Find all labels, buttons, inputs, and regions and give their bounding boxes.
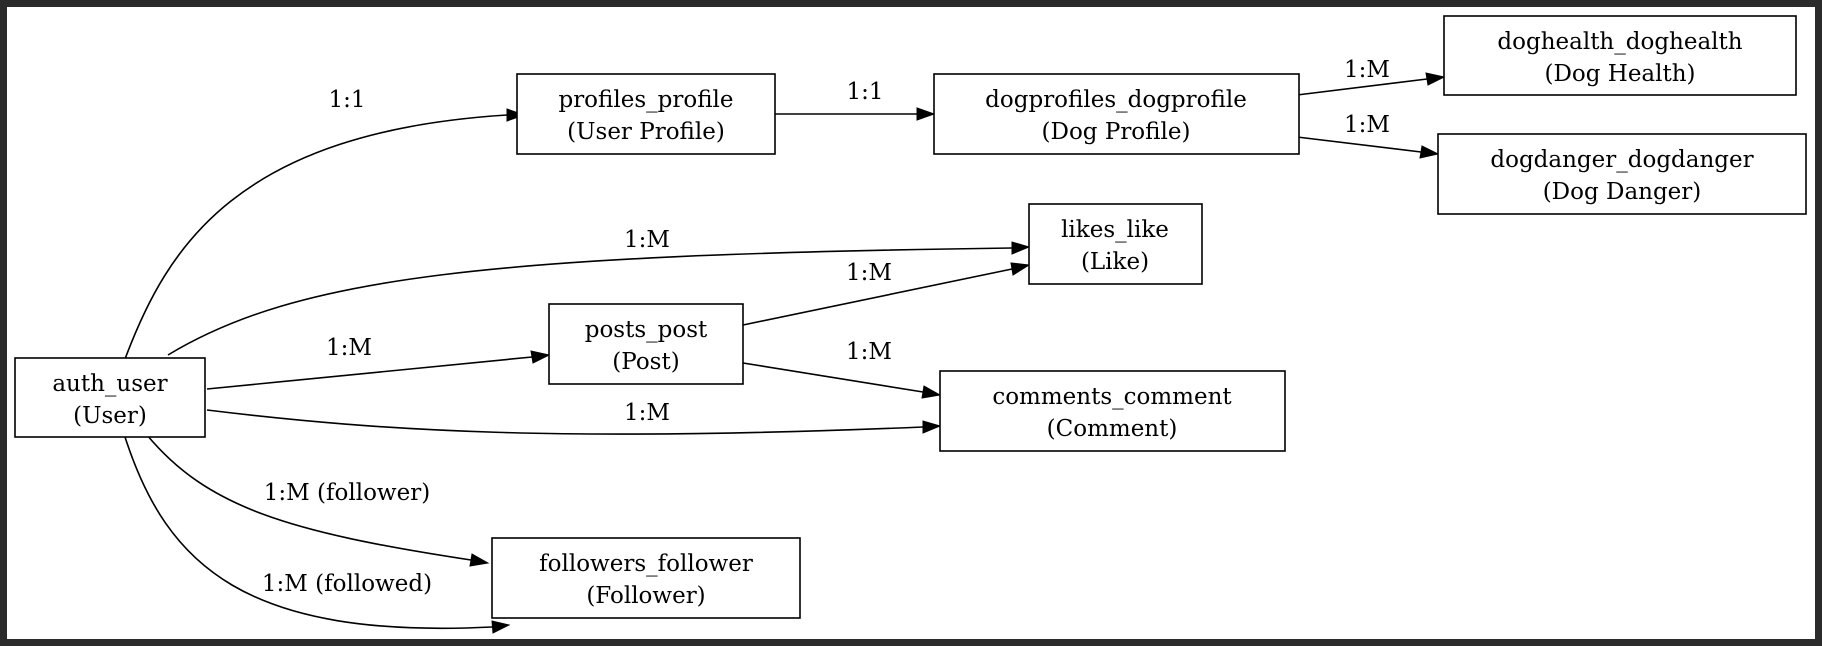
edge-line [1296, 78, 1428, 96]
node-name: comments_comment [992, 384, 1232, 410]
edge-line [206, 409, 924, 435]
node-name: profiles_profile [558, 87, 733, 113]
arrowhead-icon [506, 108, 526, 122]
node-name: auth_user [52, 371, 167, 397]
edge-label: 1:M [1344, 57, 1390, 83]
node-label: (Follower) [586, 583, 705, 609]
edge-label: 1:1 [846, 79, 883, 105]
edge-label: 1:1 [328, 87, 365, 113]
node-posts-post[interactable]: posts_post (Post) [548, 303, 744, 385]
edge-label: 1:M [624, 227, 670, 253]
edge-line [206, 356, 533, 390]
node-label: (Comment) [1047, 416, 1178, 442]
edge-user-post: 1:M [206, 335, 551, 390]
node-label: (Post) [612, 349, 679, 375]
edge-line [124, 114, 508, 360]
edge-label: 1:M [326, 335, 372, 361]
edge-line [742, 268, 1013, 326]
arrowhead-icon [1425, 72, 1446, 86]
edge-label: 1:M (follower) [264, 480, 430, 506]
edge-line [167, 247, 1013, 356]
node-name: dogdanger_dogdanger [1490, 147, 1753, 173]
edge-label: 1:M (followed) [262, 571, 432, 597]
arrowhead-icon [916, 107, 936, 121]
arrowhead-icon [1010, 262, 1031, 276]
edge-line [124, 436, 493, 630]
node-comments-comment[interactable]: comments_comment (Comment) [939, 370, 1286, 452]
edge-user-follower-followed: 1:M (followed) [124, 436, 511, 634]
edge-post-likes: 1:M [742, 260, 1031, 326]
arrowhead-icon [1011, 241, 1031, 255]
arrowhead-icon [469, 553, 490, 567]
edge-dogprofile-doghealth: 1:M [1296, 57, 1446, 96]
edge-profile-dogprofile: 1:1 [773, 79, 936, 121]
edge-user-profile: 1:1 [124, 87, 526, 360]
er-diagram: 1:1 1:1 1:M 1:M 1:M 1:M 1:M 1:M [14, 15, 1807, 634]
node-dogdanger-dogdanger[interactable]: dogdanger_dogdanger (Dog Danger) [1437, 133, 1807, 215]
node-label: (Dog Profile) [1042, 119, 1191, 145]
arrowhead-icon [491, 620, 511, 634]
edge-line [1296, 136, 1422, 153]
edge-user-comment: 1:M [206, 400, 942, 435]
node-label: (User Profile) [567, 119, 725, 145]
edge-post-comment: 1:M [742, 339, 942, 399]
arrowhead-icon [921, 385, 942, 399]
node-label: (User) [73, 403, 147, 429]
node-profiles-profile[interactable]: profiles_profile (User Profile) [516, 73, 776, 155]
node-name: likes_like [1061, 217, 1169, 243]
diagram-canvas: 1:1 1:1 1:M 1:M 1:M 1:M 1:M 1:M [7, 7, 1815, 639]
node-name: doghealth_doghealth [1497, 29, 1742, 55]
node-name: followers_follower [539, 551, 753, 577]
edge-label: 1:M [624, 400, 670, 426]
edge-label: 1:M [1344, 112, 1390, 138]
node-label: (Like) [1081, 249, 1149, 275]
edge-user-likes: 1:M [167, 227, 1031, 356]
edge-line [742, 362, 924, 393]
node-doghealth-doghealth[interactable]: doghealth_doghealth (Dog Health) [1443, 15, 1797, 96]
edge-label: 1:M [846, 339, 892, 365]
edge-line [146, 434, 472, 561]
arrowhead-icon [922, 420, 942, 434]
arrowhead-icon [530, 350, 551, 364]
node-label: (Dog Health) [1544, 61, 1695, 87]
node-auth-user[interactable]: auth_user (User) [14, 357, 206, 438]
node-name: dogprofiles_dogprofile [985, 87, 1247, 113]
arrowhead-icon [1419, 145, 1440, 159]
node-followers-follower[interactable]: followers_follower (Follower) [491, 537, 801, 619]
node-likes-like[interactable]: likes_like (Like) [1028, 203, 1203, 285]
node-label: (Dog Danger) [1543, 179, 1702, 205]
node-dogprofiles-dogprofile[interactable]: dogprofiles_dogprofile (Dog Profile) [933, 73, 1300, 155]
node-name: posts_post [585, 317, 708, 343]
edge-label: 1:M [846, 260, 892, 286]
edge-dogprofile-dogdanger: 1:M [1296, 112, 1440, 159]
edge-user-follower-follower: 1:M (follower) [146, 434, 490, 567]
